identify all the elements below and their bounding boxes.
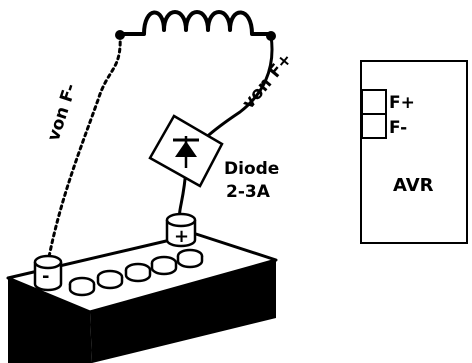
- avr-box: [360, 60, 468, 244]
- battery-front: [8, 278, 92, 363]
- diode: [148, 114, 224, 188]
- field-coil: [115, 10, 276, 41]
- avr-module: F+ F- AVR: [360, 60, 468, 244]
- avr-terminal-f-plus: [361, 89, 387, 115]
- battery-cell-caps: [68, 248, 204, 297]
- battery-plus-terminal: +: [165, 212, 197, 248]
- diode-symbol: [175, 141, 197, 157]
- avr-terminal-f-minus: [361, 113, 387, 139]
- label-von-f-plus: von F+: [239, 49, 297, 113]
- wire-f-minus: [46, 33, 122, 264]
- label-von-f-minus: von F-: [44, 81, 81, 143]
- battery-side: [90, 260, 276, 363]
- label-diode: Diode: [224, 159, 279, 179]
- battery-plus-sign: +: [174, 226, 189, 247]
- avr-label-f-plus: F+: [389, 93, 415, 113]
- battery-minus-terminal: -: [33, 254, 63, 292]
- battery-minus-sign: -: [42, 266, 49, 287]
- label-diode-rating: 2-3A: [226, 182, 271, 202]
- avr-label-f-minus: F-: [389, 118, 407, 138]
- avr-title: AVR: [393, 175, 434, 196]
- battery: - +: [6, 212, 278, 363]
